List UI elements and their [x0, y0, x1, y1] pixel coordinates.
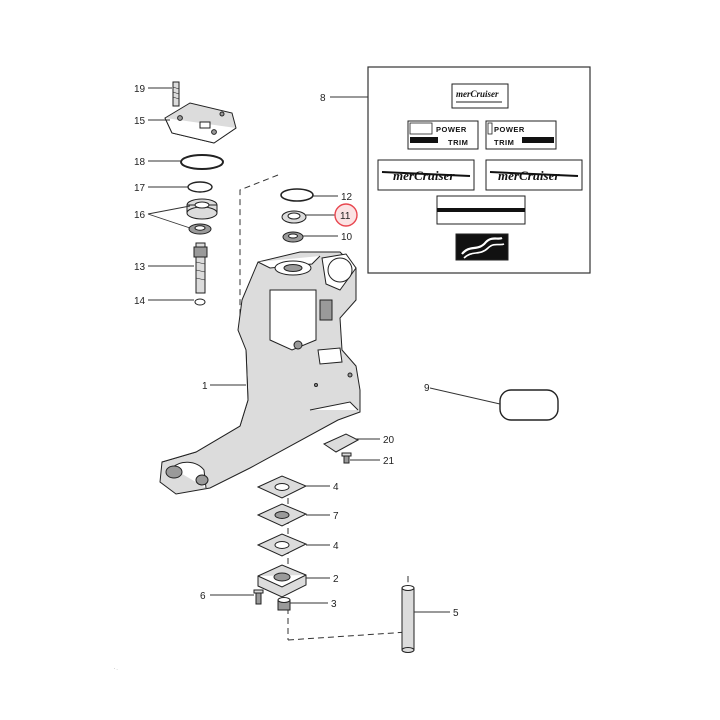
- decal-trim-right: TRIM: [494, 138, 514, 147]
- part-shaft-13: [193, 242, 208, 294]
- callout-5: 5: [453, 608, 459, 619]
- decal-power-left: POWER: [436, 125, 467, 134]
- decal-set-8: merCruiser POWER TRIM POWER TRIM merCrui…: [367, 66, 591, 274]
- decal-power-trim-left: POWER TRIM: [407, 120, 479, 150]
- alignment-dash-upper: [239, 174, 279, 330]
- decal-brand-large-right-text: merCruiser: [498, 168, 560, 183]
- decal-power-trim-right: POWER TRIM: [485, 120, 557, 150]
- part-oring-12: [280, 188, 314, 202]
- part-pump-base-2: [257, 564, 307, 598]
- callout-14: 14: [134, 296, 146, 307]
- decal-wave-logo: [455, 233, 509, 261]
- decal-brand-small: merCruiser: [451, 83, 509, 109]
- callout-7: 7: [333, 511, 339, 522]
- part-screw-21: [341, 452, 352, 464]
- callout-18: 18: [134, 157, 146, 168]
- callout-19: 19: [134, 84, 146, 95]
- callout-10: 10: [341, 232, 353, 243]
- alignment-dash-lower-right: [287, 578, 409, 641]
- part-seal-11: [281, 210, 307, 224]
- part-cover-15: [164, 102, 237, 144]
- part-bearing-16: [186, 198, 218, 235]
- callout-11[interactable]: 11: [340, 211, 351, 222]
- part-ring-14: [194, 298, 206, 306]
- decal-trim-left: TRIM: [448, 138, 468, 147]
- part-oring-18: [180, 154, 224, 170]
- part-gasket-4-lower: [256, 533, 308, 557]
- part-bolt-19: [172, 81, 180, 107]
- decal-brand-large-left-text: merCruiser: [393, 168, 455, 183]
- callout-4-lower: 4: [333, 541, 339, 552]
- part-plate-20: [322, 433, 360, 453]
- decal-brand-large-left: merCruiser: [377, 159, 475, 191]
- callout-2: 2: [333, 574, 339, 585]
- part-housing-1: [159, 251, 361, 495]
- callout-21: 21: [383, 456, 395, 467]
- callout-3: 3: [331, 599, 337, 610]
- part-gasket-4-upper: [256, 475, 308, 499]
- callout-9: 9: [424, 383, 430, 394]
- decal-brand-large-right: merCruiser: [485, 159, 583, 191]
- callout-4-upper: 4: [333, 482, 339, 493]
- part-washer-17: [187, 181, 213, 193]
- callout-15: 15: [134, 116, 146, 127]
- part-bushing-3: [277, 597, 291, 611]
- callout-6: 6: [200, 591, 206, 602]
- leader-lines: [147, 87, 501, 613]
- callout-13: 13: [134, 262, 146, 273]
- corner-mark: · .: [114, 666, 118, 671]
- callout-8: 8: [320, 93, 326, 104]
- callout-17: 17: [134, 183, 146, 194]
- decal-brand-small-text: merCruiser: [456, 89, 499, 99]
- part-plate-7: [256, 503, 308, 527]
- decal-power-right: POWER: [494, 125, 525, 134]
- highlight-circle-11[interactable]: [334, 203, 358, 227]
- callout-16: 16: [134, 210, 146, 221]
- callout-20: 20: [383, 435, 395, 446]
- part-bearing-10: [282, 231, 304, 243]
- callout-1: 1: [202, 381, 208, 392]
- callout-labels: 19 15 18 17 16 13 14 1 8 12 11 10 9 20 2…: [134, 84, 459, 619]
- decal-stripe: [436, 195, 526, 225]
- part-oval-decal-9: [499, 389, 559, 421]
- callout-12: 12: [341, 192, 353, 203]
- part-screw-6: [253, 589, 264, 605]
- part-tube-5: [401, 585, 415, 653]
